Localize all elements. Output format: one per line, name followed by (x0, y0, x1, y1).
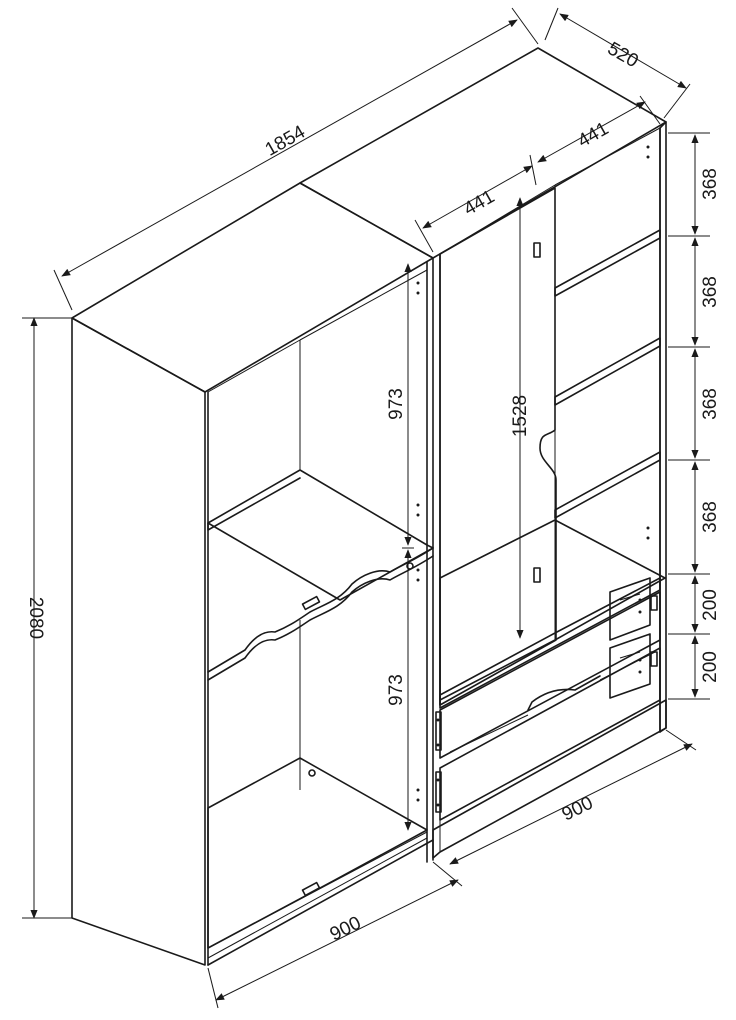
right-module (299, 47, 667, 859)
right-side-panel (659, 121, 667, 733)
dim-shelf-gap-4: 368 (700, 501, 721, 533)
fitting-icon (650, 595, 658, 611)
left-shaped-shelf (207, 547, 434, 673)
dim-drawer-2: 200 (700, 651, 721, 683)
left-module (71, 182, 434, 966)
drawer-1 (439, 591, 661, 759)
dimension-lines (22, 7, 710, 1009)
dim-shelf-gap-1: 368 (700, 168, 721, 200)
left-top-panel (71, 182, 434, 393)
dimension-labels: 1854 520 441 441 2080 973 973 1528 368 3… (25, 38, 721, 945)
dim-half-a: 441 (460, 186, 498, 220)
right-top-panel (299, 47, 667, 259)
door-handle-icon (533, 242, 541, 258)
drawer-2 (439, 647, 661, 821)
dim-total-width: 1854 (262, 121, 310, 160)
dim-shelf-gap-3: 368 (700, 388, 721, 420)
left-middle-shelf (207, 469, 434, 601)
dim-door-height: 1528 (510, 395, 531, 437)
door-handle-icon (533, 567, 541, 583)
fitting-icon (650, 651, 658, 667)
left-side-panel (71, 317, 206, 966)
dim-drawer-1: 200 (700, 589, 721, 621)
dim-shelf-gap-2: 368 (700, 276, 721, 308)
dim-right-module-width: 900 (559, 793, 597, 826)
dim-total-height: 2080 (25, 597, 46, 639)
dim-left-upper: 973 (386, 388, 407, 420)
dim-left-lower: 973 (386, 674, 407, 706)
right-door (439, 187, 557, 706)
dim-left-module-width: 900 (327, 913, 365, 946)
right-shelf-2 (554, 337, 661, 406)
handle-icon (301, 595, 321, 611)
right-shelf-3 (554, 451, 661, 519)
drawer-top-edge (439, 577, 661, 709)
right-shelf-1 (554, 229, 661, 297)
left-bottom-shelf (207, 757, 428, 949)
